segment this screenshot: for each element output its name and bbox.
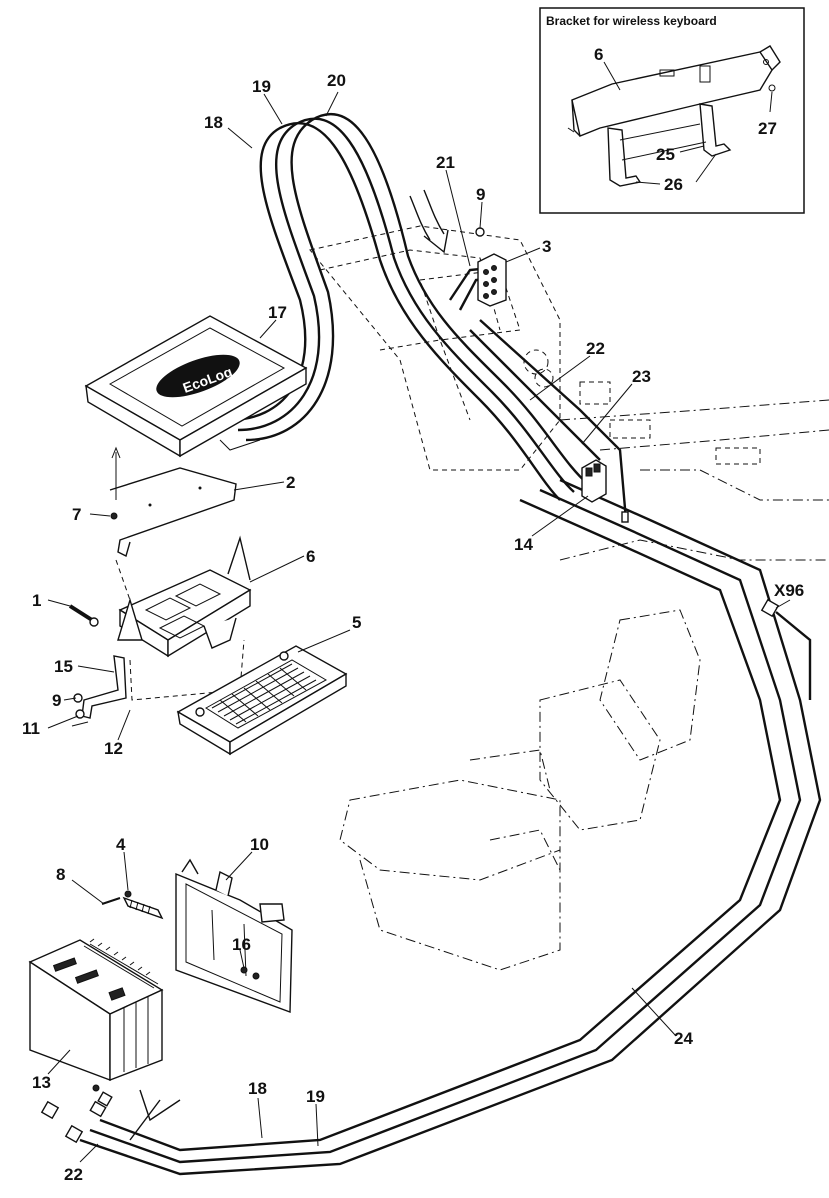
callout-9-left: 9 xyxy=(52,691,61,710)
inset-callout-27: 27 xyxy=(758,119,777,138)
callout-13: 13 xyxy=(32,1073,51,1092)
callout-16: 16 xyxy=(232,935,251,954)
callout-2: 2 xyxy=(286,473,295,492)
leader-lines xyxy=(47,91,791,1163)
keyboard-holder-6 xyxy=(115,535,252,701)
callout-labels: 20 19 18 21 9 3 17 22 23 2 7 14 6 1 5 X9… xyxy=(22,71,804,1184)
wireless-keyboard-bracket-drawing xyxy=(567,45,781,187)
cable-harness xyxy=(79,113,822,1176)
callout-1: 1 xyxy=(32,591,41,610)
operator-seat-outline xyxy=(339,609,701,971)
display-unit-17: EcoLog xyxy=(84,315,308,458)
callout-6: 6 xyxy=(306,547,315,566)
callout-8: 8 xyxy=(56,865,65,884)
callout-21: 21 xyxy=(436,153,455,172)
inset-keyboard-bracket: Bracket for wireless keyboard 6 27 25 26 xyxy=(539,7,805,214)
callout-24: 24 xyxy=(674,1029,693,1048)
callout-x96: X96 xyxy=(774,581,804,600)
callout-22-top: 22 xyxy=(586,339,605,358)
inset-callout-6: 6 xyxy=(594,45,603,64)
keyboard-5 xyxy=(176,645,348,756)
callout-22-bottom: 22 xyxy=(64,1165,83,1184)
callout-18: 18 xyxy=(204,113,223,132)
callout-5: 5 xyxy=(352,613,361,632)
computer-unit-13 xyxy=(28,938,164,1092)
callout-19-bottom: 19 xyxy=(306,1087,325,1106)
cable-connectors-bottom xyxy=(40,1091,113,1144)
connector-x96 xyxy=(760,598,780,618)
mount-plate-2 xyxy=(109,446,237,558)
callout-15: 15 xyxy=(54,657,73,676)
callout-19: 19 xyxy=(252,77,271,96)
mount-bracket-10 xyxy=(175,858,293,1013)
unit-14 xyxy=(581,459,629,523)
direction-arrow xyxy=(409,189,449,254)
callout-11: 11 xyxy=(22,719,40,738)
callout-7: 7 xyxy=(72,505,81,524)
inset-callout-26: 26 xyxy=(664,175,683,194)
clamp-4 xyxy=(101,890,164,920)
callout-3: 3 xyxy=(542,237,551,256)
callout-18-bottom: 18 xyxy=(248,1079,267,1098)
bolt-1 xyxy=(68,604,99,627)
callout-12: 12 xyxy=(104,739,123,758)
connector-block-3 xyxy=(475,227,507,307)
callout-23: 23 xyxy=(632,367,651,386)
callout-14: 14 xyxy=(514,535,533,554)
callout-20: 20 xyxy=(327,71,346,90)
inset-callout-25: 25 xyxy=(656,145,675,164)
cab-outline xyxy=(309,225,829,971)
inset-title: Bracket for wireless keyboard xyxy=(546,14,717,28)
callout-10: 10 xyxy=(250,835,269,854)
callout-9-top: 9 xyxy=(476,185,485,204)
callout-17: 17 xyxy=(268,303,287,322)
callout-4: 4 xyxy=(116,835,126,854)
